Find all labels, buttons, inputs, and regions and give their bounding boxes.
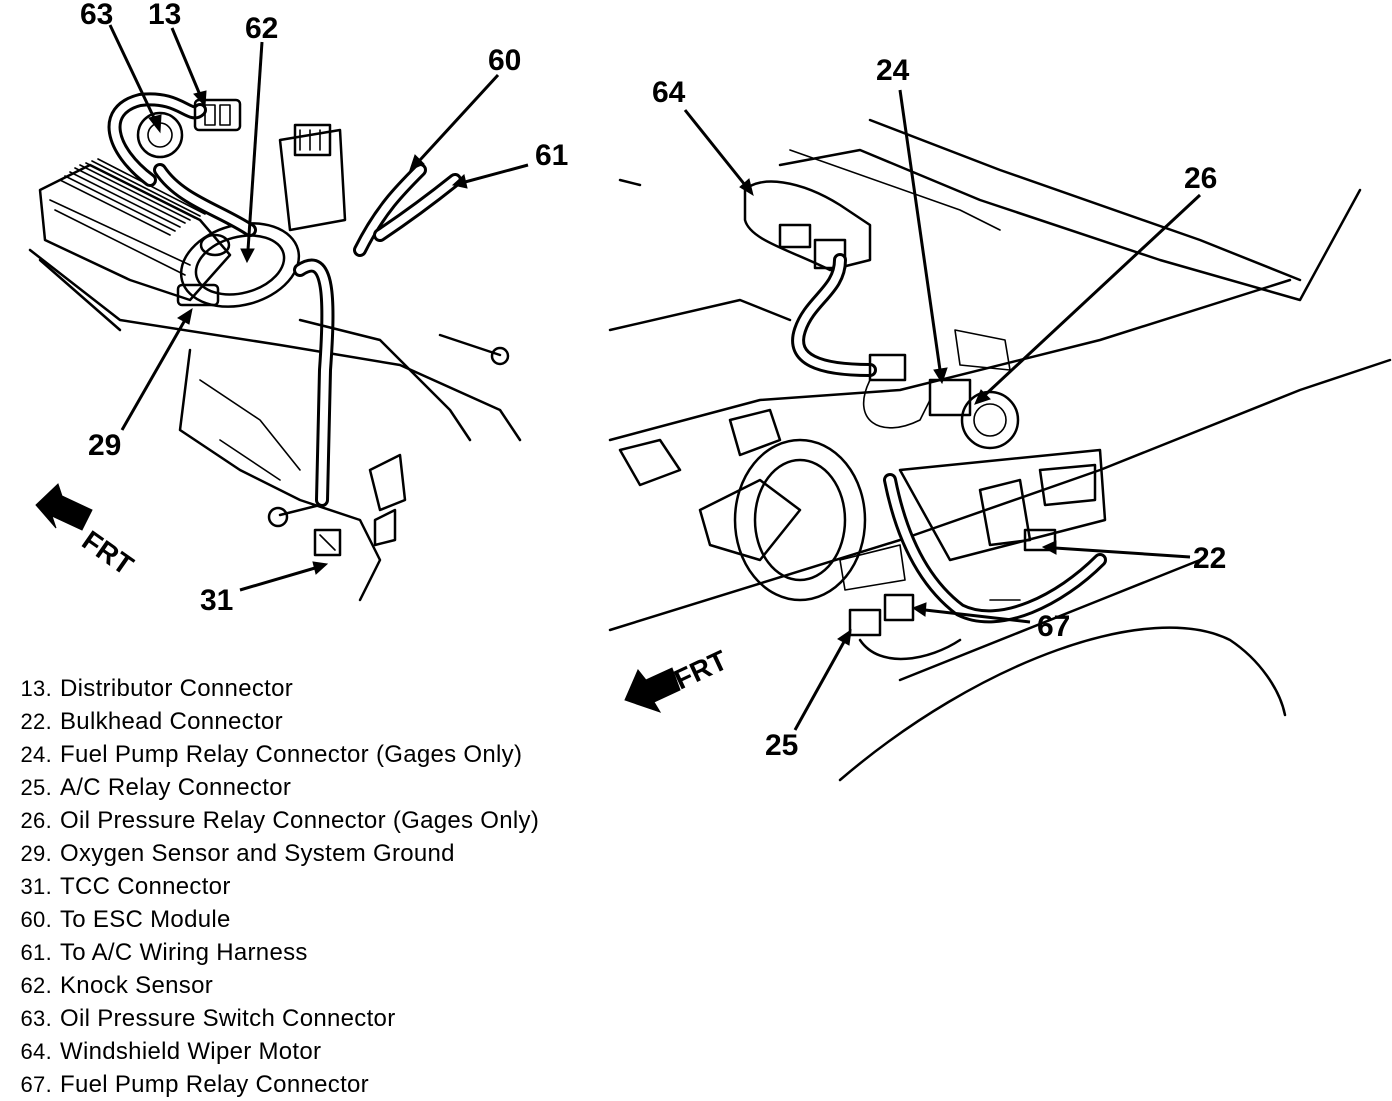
legend-number: 62. [20,973,52,998]
legend-number: 31. [20,874,52,899]
front-label-right: FRT [669,644,731,695]
legend-label: Oil Pressure Switch Connector [60,1005,396,1032]
legend-item: 62. Knock Sensor [0,969,640,1002]
legend-number: 67. [20,1072,52,1097]
callout-62: 62 [245,12,278,45]
callout-61: 61 [535,139,568,172]
legend-label: A/C Relay Connector [60,774,292,801]
legend-item: 25. A/C Relay Connector [0,771,640,804]
legend-item: 26. Oil Pressure Relay Connector (Gages … [0,804,640,837]
legend-number: 22. [20,709,52,734]
legend-item: 22. Bulkhead Connector [0,705,640,738]
callout-67: 67 [1037,610,1070,643]
legend-label: Bulkhead Connector [60,708,283,735]
legend-label: TCC Connector [60,873,231,900]
front-arrow-icon [35,483,93,531]
component-legend: 13. Distributor Connector 22. Bulkhead C… [0,672,640,1101]
legend-item: 64. Windshield Wiper Motor [0,1035,640,1068]
legend-number: 24. [20,742,52,767]
legend-number: 13. [20,676,52,701]
legend-label: Windshield Wiper Motor [60,1038,322,1065]
legend-number: 61. [20,940,52,965]
legend-number: 64. [20,1039,52,1064]
callout-63: 63 [80,0,113,31]
legend-number: 26. [20,808,52,833]
callout-numbers: 63 13 62 60 61 29 31 64 24 26 22 67 25 [80,0,1226,762]
legend-label: Fuel Pump Relay Connector (Gages Only) [60,741,523,768]
callout-26: 26 [1184,162,1217,195]
leader-lines [108,24,1202,731]
legend-item: 24. Fuel Pump Relay Connector (Gages Onl… [0,738,640,771]
callout-60: 60 [488,44,521,77]
front-direction-indicator-right: FRT [624,644,732,713]
legend-number: 63. [20,1006,52,1031]
legend-label: Oxygen Sensor and System Ground [60,840,455,867]
callout-64: 64 [652,76,686,109]
front-direction-indicator-left: FRT [35,483,139,582]
legend-label: Knock Sensor [60,972,214,999]
front-arrow-icon [624,667,681,713]
legend-item: 60. To ESC Module [0,903,640,936]
legend-label: Oil Pressure Relay Connector (Gages Only… [60,807,540,834]
callout-13: 13 [148,0,181,31]
legend-number: 29. [20,841,52,866]
callout-25: 25 [765,729,798,762]
legend-item: 63. Oil Pressure Switch Connector [0,1002,640,1035]
legend-number: 60. [20,907,52,932]
callout-22: 22 [1193,542,1226,575]
legend-item: 29. Oxygen Sensor and System Ground [0,837,640,870]
callout-31: 31 [200,584,233,617]
left-engine-illustration [28,92,522,602]
front-label-left: FRT [77,525,139,582]
legend-number: 25. [20,775,52,800]
legend-label: To ESC Module [60,906,231,933]
callout-24: 24 [876,54,910,87]
right-engine-illustration [608,118,1392,782]
callout-29: 29 [88,429,121,462]
legend-item: 67. Fuel Pump Relay Connector [0,1068,640,1101]
legend-label: To A/C Wiring Harness [60,939,308,966]
legend-label: Distributor Connector [60,675,294,702]
legend-item: 31. TCC Connector [0,870,640,903]
legend-item: 61. To A/C Wiring Harness [0,936,640,969]
legend-label: Fuel Pump Relay Connector [60,1071,369,1098]
legend-item: 13. Distributor Connector [0,672,640,705]
